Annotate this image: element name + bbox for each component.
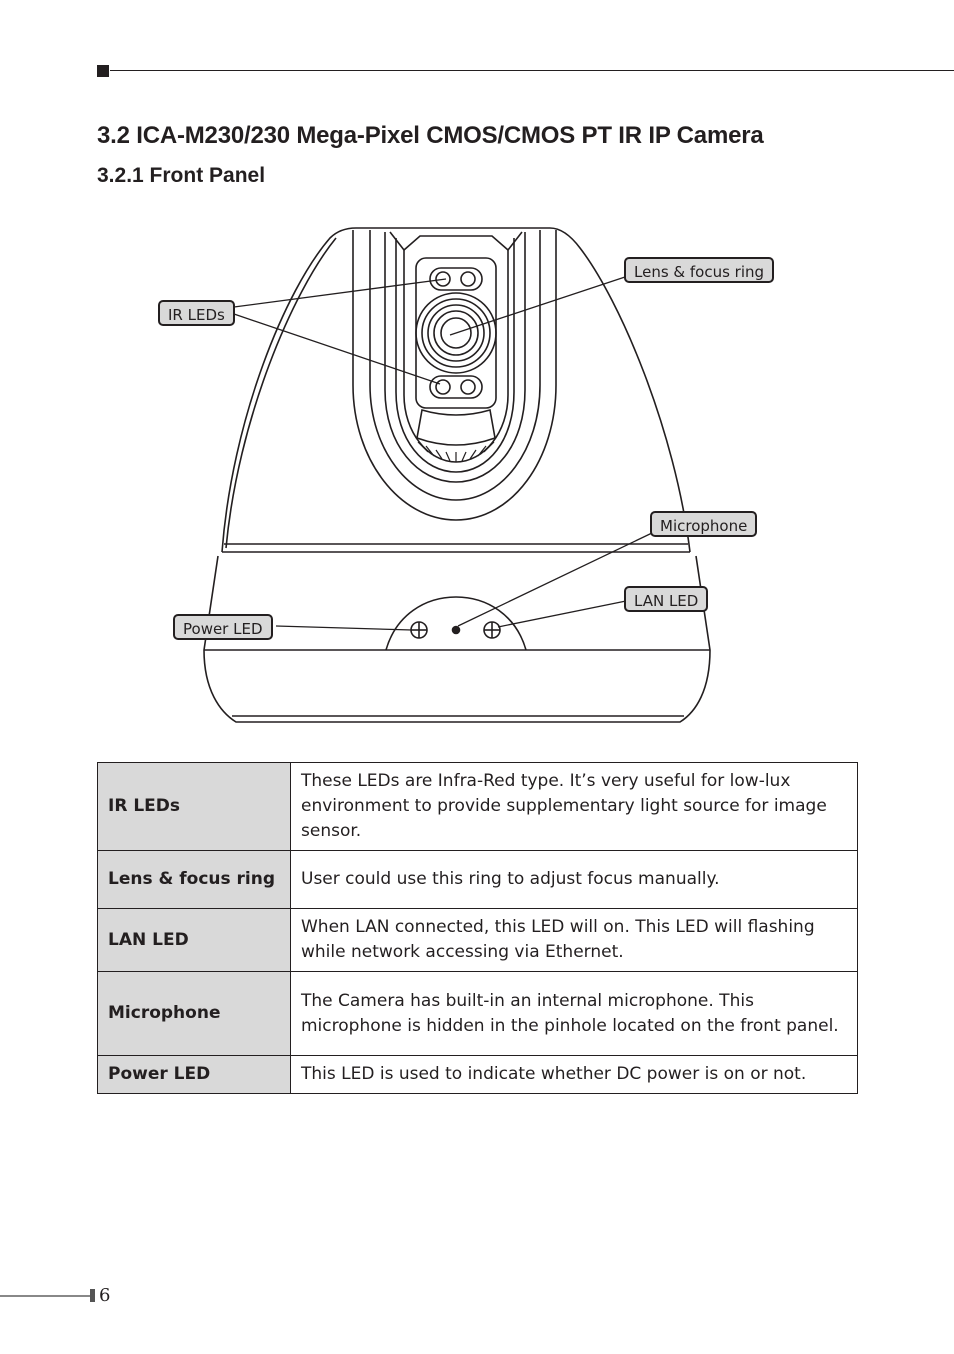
lens-ring (415, 292, 497, 374)
front-led-panel (385, 596, 527, 651)
callout-lan-led: LAN LED (624, 586, 709, 612)
header-square-marker (97, 65, 109, 77)
description-cell: These LEDs are Infra-Red type. It’s very… (290, 762, 858, 851)
table-row: LAN LED When LAN connected, this LED wil… (97, 908, 858, 972)
footer-rule (0, 1295, 90, 1297)
header-rule (110, 70, 954, 71)
callout-lens-focus-ring: Lens & focus ring (624, 257, 775, 283)
camera-face-outer (352, 230, 557, 521)
table-row: Power LED This LED is used to indicate w… (97, 1055, 858, 1094)
term-cell: Lens & focus ring (97, 850, 291, 909)
term-cell: LAN LED (97, 908, 291, 972)
description-cell: This LED is used to indicate whether DC … (290, 1055, 858, 1094)
term-cell: Microphone (97, 971, 291, 1056)
term-cell: Power LED (97, 1055, 291, 1094)
callout-power-led: Power LED (173, 614, 273, 640)
ir-led-pair-bottom (429, 375, 483, 399)
callout-ir-leds: IR LEDs (158, 300, 235, 326)
lan-led-symbol (483, 621, 501, 639)
description-cell: The Camera has built-in an internal micr… (290, 971, 858, 1056)
camera-base-outline (203, 555, 711, 723)
subsection-title: 3.2.1 Front Panel (97, 164, 266, 187)
camera-front-panel-diagram (203, 227, 711, 723)
term-cell: IR LEDs (97, 762, 291, 851)
description-cell: User could use this ring to adjust focus… (290, 850, 858, 909)
power-led-symbol (410, 621, 428, 639)
microphone-pinhole (451, 625, 461, 635)
page-number: 6 (99, 1285, 111, 1306)
section-title: 3.2 ICA-M230/230 Mega-Pixel CMOS/CMOS PT… (97, 122, 764, 149)
table-row: Lens & focus ring User could use this ri… (97, 850, 858, 909)
front-panel-table: IR LEDs These LEDs are Infra-Red type. I… (97, 762, 858, 1094)
table-row: IR LEDs These LEDs are Infra-Red type. I… (97, 762, 858, 851)
footer-marker (90, 1289, 95, 1302)
callout-microphone: Microphone (650, 511, 758, 537)
description-cell: When LAN connected, this LED will on. Th… (290, 908, 858, 972)
table-row: Microphone The Camera has built-in an in… (97, 971, 858, 1056)
camera-head-outline (221, 227, 691, 553)
ir-led-pair-top (429, 267, 483, 291)
